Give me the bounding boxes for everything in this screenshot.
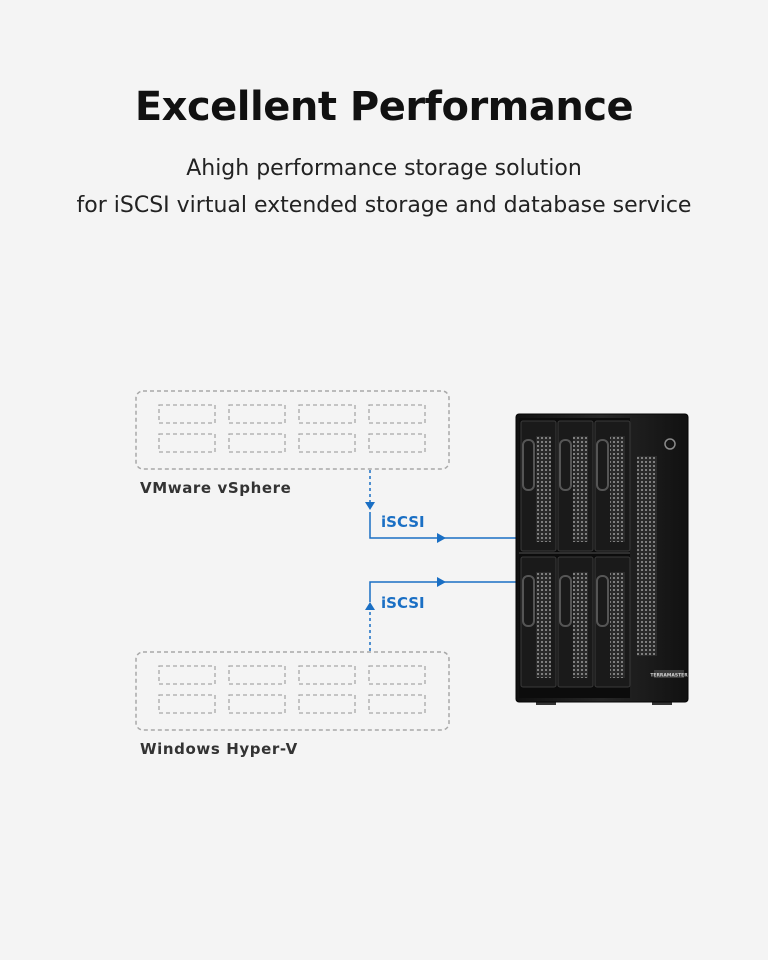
subtitle-line-1: Ahigh performance storage solution: [186, 156, 582, 181]
drive-bay: [594, 420, 631, 552]
side-vent-panel: [637, 456, 657, 656]
host-label-hyper-v: Windows Hyper-V: [140, 740, 298, 758]
host-label-vmware: VMware vSphere: [140, 479, 291, 497]
arrow-right-icon: [437, 577, 446, 587]
power-button-icon: [664, 438, 676, 450]
arrow-up-icon: [365, 602, 375, 610]
drive-bay: [557, 420, 594, 552]
nas-device: TERRAMASTER: [515, 413, 689, 705]
drive-bay: [557, 556, 594, 688]
subtitle-line-2: for iSCSI virtual extended storage and d…: [76, 193, 692, 218]
host-dashed-frame: [135, 651, 450, 731]
drive-bay: [520, 556, 557, 688]
arrow-down-icon: [365, 502, 375, 510]
drive-bay: [594, 556, 631, 688]
host-windows-hyper-v: Windows Hyper-V: [135, 651, 450, 758]
iscsi-label-top: iSCSI: [381, 513, 425, 531]
iscsi-label-bottom: iSCSI: [381, 594, 425, 612]
host-vmware-vsphere: VMware vSphere: [135, 390, 450, 497]
vm-slot-grid: [158, 404, 426, 453]
page-title: Excellent Performance: [134, 84, 634, 130]
brand-label: TERRAMASTER: [650, 673, 688, 679]
vm-slot-grid: [158, 665, 426, 714]
drive-bay: [520, 420, 557, 552]
host-dashed-frame: [135, 390, 450, 470]
arrow-right-icon: [437, 533, 446, 543]
iscsi-link-vmware: iSCSI: [365, 470, 521, 543]
brand-badge: [654, 670, 684, 678]
iscsi-link-hyper-v: iSCSI: [365, 577, 521, 651]
